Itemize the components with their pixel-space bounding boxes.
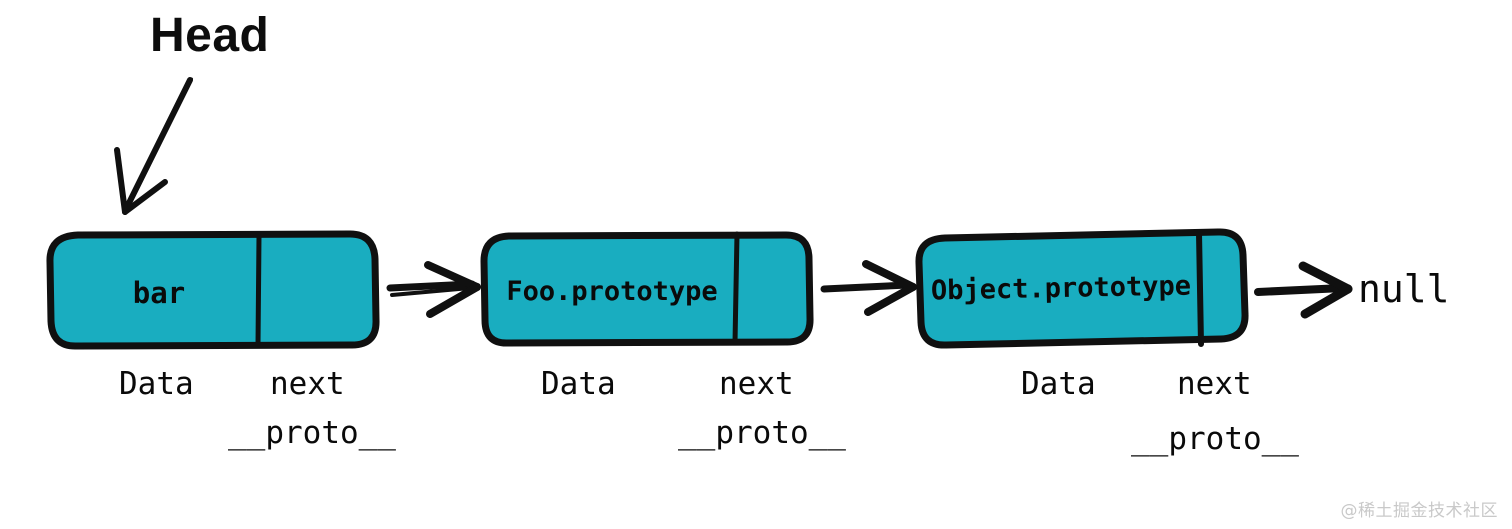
node-bar[interactable] — [46, 230, 380, 350]
null-terminator-label: null — [1358, 267, 1450, 311]
node-bar-data-label: Data — [119, 366, 194, 402]
node-bar-next-label: next — [270, 366, 345, 402]
node-bar-value: bar — [132, 276, 186, 310]
node-foo-prototype-proto-label: __proto__ — [678, 415, 846, 451]
node-object-prototype-next-label: next — [1177, 366, 1252, 402]
node-object-prototype-data-label: Data — [1021, 366, 1096, 402]
node-foo-prototype-body — [480, 231, 814, 347]
node-foo-prototype-value: Foo.prototype — [506, 276, 718, 307]
node-foo-prototype-divider — [732, 231, 740, 346]
arrow-3-icon — [1254, 261, 1353, 319]
node-foo-prototype-next-label: next — [719, 366, 794, 402]
node-bar-divider — [255, 233, 262, 348]
node-object-prototype-body — [915, 228, 1249, 349]
arrow-1-icon — [386, 261, 481, 318]
head-annotation-label: Head — [150, 9, 270, 62]
node-foo-prototype[interactable] — [480, 231, 814, 347]
node-object-prototype-value: Object.prototype — [930, 270, 1192, 307]
watermark: @稀土掘金技术社区 — [1340, 501, 1498, 521]
node-object-prototype-proto-label: __proto__ — [1131, 421, 1299, 457]
arrow-head-icon — [114, 77, 193, 215]
node-object-prototype-divider — [1196, 230, 1204, 347]
arrow-2-icon — [820, 260, 917, 316]
node-foo-prototype-data-label: Data — [541, 366, 616, 402]
node-bar-body — [46, 230, 380, 350]
node-object-prototype[interactable] — [915, 228, 1249, 349]
node-bar-proto-label: __proto__ — [228, 415, 396, 451]
